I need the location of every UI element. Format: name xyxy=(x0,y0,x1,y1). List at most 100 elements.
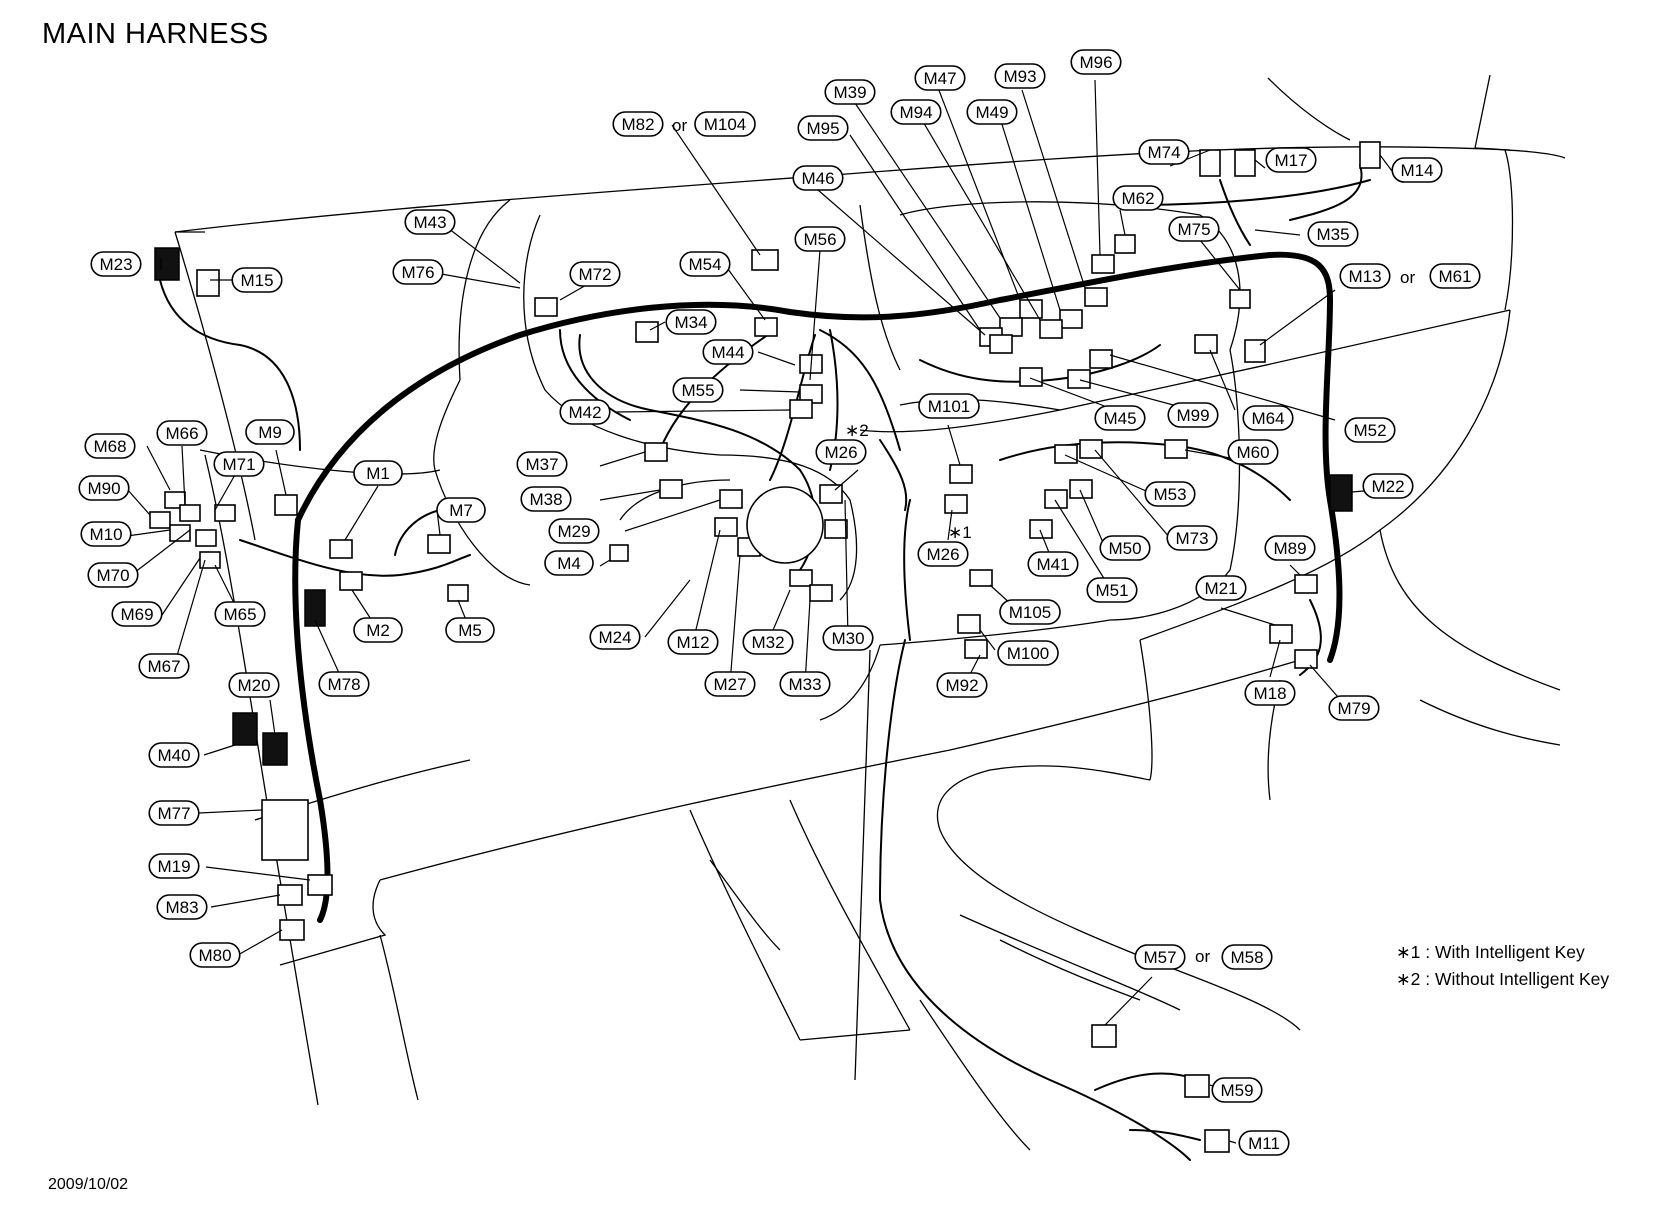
harness-trunk xyxy=(159,164,1371,1161)
callout-label: M23 xyxy=(99,255,132,274)
connector-m19 xyxy=(307,874,333,896)
callout-pill xyxy=(966,99,1018,125)
callout-pill xyxy=(436,497,486,523)
connector-m9 xyxy=(274,494,298,516)
callout-label: M59 xyxy=(1220,1081,1253,1100)
callout-pill xyxy=(918,393,980,419)
callout-m65: M65 xyxy=(214,601,266,627)
callout-m44: M44 xyxy=(702,339,754,365)
callout-label: M94 xyxy=(899,103,932,122)
connector-m57 xyxy=(1091,1024,1117,1048)
connector-m4 xyxy=(609,544,629,562)
connector-m83 xyxy=(277,884,303,906)
callout-pill xyxy=(80,521,132,547)
callout-label: M15 xyxy=(240,271,273,290)
callout-label: M58 xyxy=(1230,948,1263,967)
connector-m22 xyxy=(1329,474,1353,512)
callout-pill xyxy=(665,309,717,335)
callout-pill xyxy=(353,617,403,643)
callout-m104: M104 xyxy=(694,111,756,137)
callout-m59: M59 xyxy=(1211,1077,1263,1103)
callout-m89: M89 xyxy=(1264,535,1316,561)
callout-m55: M55 xyxy=(672,377,724,403)
callout-label: M17 xyxy=(1274,151,1307,170)
callout-pill xyxy=(1391,157,1443,183)
connector-m13 xyxy=(1244,339,1266,363)
callout-m50: M50 xyxy=(1099,535,1151,561)
callout-label: M39 xyxy=(833,83,866,102)
connector-m23 xyxy=(154,247,180,281)
connector-m5 xyxy=(447,584,469,602)
callout-label: M69 xyxy=(120,605,153,624)
connector-m30 xyxy=(824,519,848,539)
callout-pill xyxy=(353,460,403,486)
connector-m20 xyxy=(262,732,288,766)
callout-label: M12 xyxy=(676,633,709,652)
callout-label: M47 xyxy=(923,69,956,88)
callout-m24: M24 xyxy=(589,624,641,650)
callout-m58: M58 xyxy=(1221,944,1273,970)
callout-m94: M94 xyxy=(890,99,942,125)
connector-m80 xyxy=(279,919,305,941)
callout-label: M62 xyxy=(1121,189,1154,208)
callout-m1: M1 xyxy=(353,460,403,486)
callout-label: M26 xyxy=(926,545,959,564)
callout-pill xyxy=(228,672,280,698)
callout-pill xyxy=(1238,1130,1290,1156)
connector-m46 xyxy=(989,334,1013,354)
callout-label: M67 xyxy=(147,657,180,676)
callout-pill xyxy=(792,165,844,191)
callout-m71: M71 xyxy=(213,451,265,477)
connector-m71 xyxy=(214,504,236,522)
callout-pill xyxy=(702,339,754,365)
diagram-title: MAIN HARNESS xyxy=(42,18,269,50)
callout-pill xyxy=(392,259,444,285)
callout-m18: M18 xyxy=(1244,680,1296,706)
footnote-marks: ∗2 ∗1 xyxy=(845,421,972,542)
callout-pill xyxy=(1099,535,1151,561)
callout-m68: M68 xyxy=(84,433,136,459)
callout-pill xyxy=(822,625,874,651)
connector-m40 xyxy=(232,712,258,746)
callout-m39: M39 xyxy=(824,79,876,105)
callout-label: M1 xyxy=(366,464,390,483)
callout-label: M66 xyxy=(165,424,198,443)
connector-m34 xyxy=(635,321,659,343)
callout-label: M13 xyxy=(1348,267,1381,286)
callout-pill xyxy=(1344,417,1396,443)
callout-label: M5 xyxy=(458,621,482,640)
callout-pill xyxy=(1144,481,1196,507)
callout-pill xyxy=(997,640,1059,666)
callout-m101: M101 xyxy=(918,393,980,419)
connector-m32 xyxy=(789,569,813,587)
connector-m15 xyxy=(196,269,220,297)
callout-pill xyxy=(917,541,969,567)
callout-pill xyxy=(824,79,876,105)
callout-pill xyxy=(516,451,568,477)
callout-m9: M9 xyxy=(245,419,295,445)
callout-label: M30 xyxy=(831,629,864,648)
callout-label: M79 xyxy=(1337,699,1370,718)
callout-pill xyxy=(559,399,611,425)
callout-m19: M19 xyxy=(148,853,200,879)
connector-m62 xyxy=(1114,234,1136,254)
connector-m99 xyxy=(1067,369,1091,389)
connector-m38 xyxy=(659,479,683,499)
callout-label: M34 xyxy=(674,313,707,332)
connector-m39 xyxy=(999,317,1023,337)
callout-m40: M40 xyxy=(148,742,200,768)
callout-pill xyxy=(1362,473,1414,499)
connector-m67 xyxy=(195,529,217,547)
connector-m10 xyxy=(169,524,191,542)
callout-m12: M12 xyxy=(667,629,719,655)
callout-pill xyxy=(445,617,495,643)
connector-m26-b xyxy=(944,494,968,514)
connector-m7 xyxy=(427,534,451,554)
callout-m26b: M26 xyxy=(917,541,969,567)
callout-pill xyxy=(672,377,724,403)
callout-pill xyxy=(156,894,208,920)
callout-m64: M64 xyxy=(1242,405,1294,431)
connector-m12 xyxy=(714,517,738,537)
callout-m35: M35 xyxy=(1307,221,1359,247)
callout-label: M83 xyxy=(165,898,198,917)
